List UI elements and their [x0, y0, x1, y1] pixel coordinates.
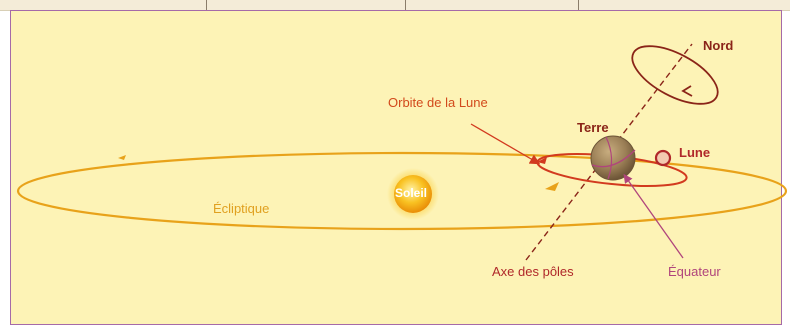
north-rotation-arrow: [681, 85, 693, 97]
table-divider: [578, 0, 579, 10]
label-earth: Terre: [577, 120, 609, 135]
label-moon: Lune: [679, 145, 711, 160]
earth-meridian: [605, 136, 613, 180]
earth-globe: [590, 135, 636, 181]
moon-body: [654, 149, 672, 167]
label-ecliptic: Écliptique: [213, 201, 270, 216]
sun-body: [394, 175, 432, 213]
north-rotation-ellipse: [631, 45, 719, 105]
label-nord: Nord: [703, 38, 734, 53]
table-divider: [405, 0, 406, 10]
ecliptic-direction-arrow: [118, 155, 126, 160]
table-divider: [206, 0, 207, 10]
earth-equator-line: [591, 149, 636, 168]
moon-orbit-pointer: [470, 123, 541, 165]
equator-pointer: [623, 173, 684, 259]
pole-axis: [525, 43, 693, 261]
label-equator: Équateur: [668, 264, 721, 279]
label-moon-orbit: Orbite de la Lune: [388, 95, 488, 110]
ecliptic-arrow: [545, 182, 559, 191]
diagram-panel: [10, 10, 782, 325]
ecliptic-orbit: [16, 151, 788, 231]
label-pole-axis: Axe des pôles: [492, 264, 574, 279]
label-sun: Soleil: [395, 186, 428, 200]
